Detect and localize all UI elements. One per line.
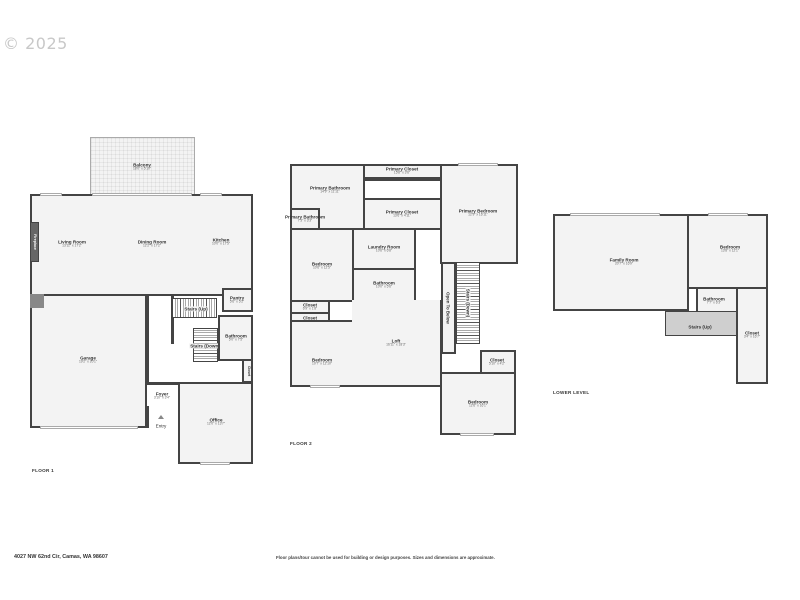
room-label-foyer: Foyer 3'10" x 3'4" xyxy=(153,391,171,400)
room-bathroom xyxy=(218,315,253,361)
room-family-room xyxy=(553,214,689,311)
stairs-up-ll xyxy=(665,311,737,336)
room-laundry xyxy=(352,228,416,270)
room-label-entry: Entry xyxy=(155,423,167,429)
room-bedroom-lower-left xyxy=(290,320,354,387)
room-primary-closet-top xyxy=(363,164,442,179)
room-closet-right xyxy=(480,350,516,374)
room-primary-bathroom-small xyxy=(290,208,320,230)
room-label-stairs-down-f2: Stairs (Down) xyxy=(465,287,471,319)
room-bedroom-left xyxy=(290,228,354,302)
room-label-open-to-below: Open To Below xyxy=(445,292,451,324)
room-bedroom-ll xyxy=(687,214,768,289)
property-address: 4027 NW 62nd Cir, Camas, WA 98607 xyxy=(14,554,108,560)
room-loft xyxy=(352,300,442,387)
floor-1-label: FLOOR 1 xyxy=(32,468,55,473)
fireplace xyxy=(30,222,39,262)
room-primary-closet-mid xyxy=(363,198,442,230)
room-balcony xyxy=(90,137,195,195)
room-living-dining-kitchen xyxy=(30,194,253,296)
room-pantry xyxy=(222,288,253,312)
copyright-watermark: © 2025 xyxy=(3,34,68,53)
floor-2-label: FLOOR 2 xyxy=(290,441,313,446)
room-office xyxy=(178,382,253,464)
room-bathroom-f2 xyxy=(352,268,416,302)
room-bedroom-lower-right xyxy=(440,372,516,435)
room-label-fireplace: Fireplace xyxy=(33,234,38,250)
room-closet-ll xyxy=(736,287,768,384)
stairs-down xyxy=(193,328,218,362)
room-label-closet: Closet xyxy=(246,365,251,377)
entry-arrow-icon xyxy=(158,415,164,419)
disclaimer: Floor plans/tour cannot be used for buil… xyxy=(276,555,495,560)
room-garage xyxy=(30,294,147,428)
lower-level-label: LOWER LEVEL xyxy=(553,390,590,395)
open-to-below xyxy=(441,262,456,354)
room-primary-bedroom xyxy=(440,164,518,264)
stairs-up xyxy=(172,298,217,318)
